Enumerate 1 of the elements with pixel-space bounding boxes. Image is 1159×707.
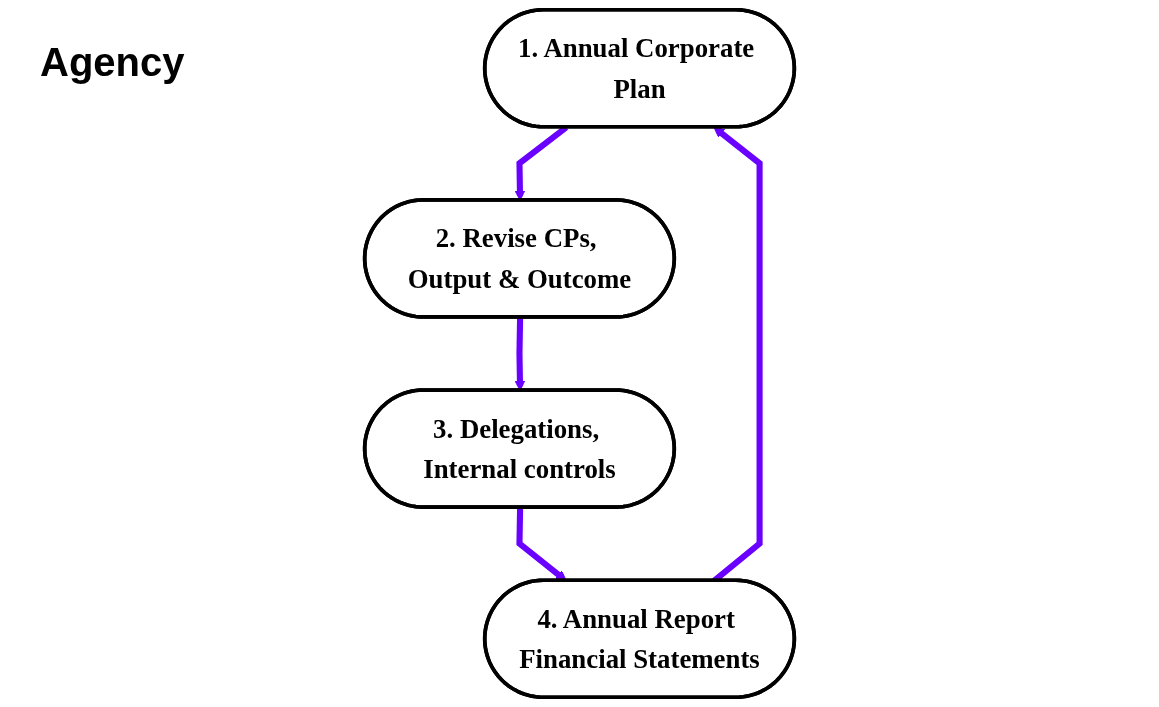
center-label: Agency <box>40 40 185 85</box>
